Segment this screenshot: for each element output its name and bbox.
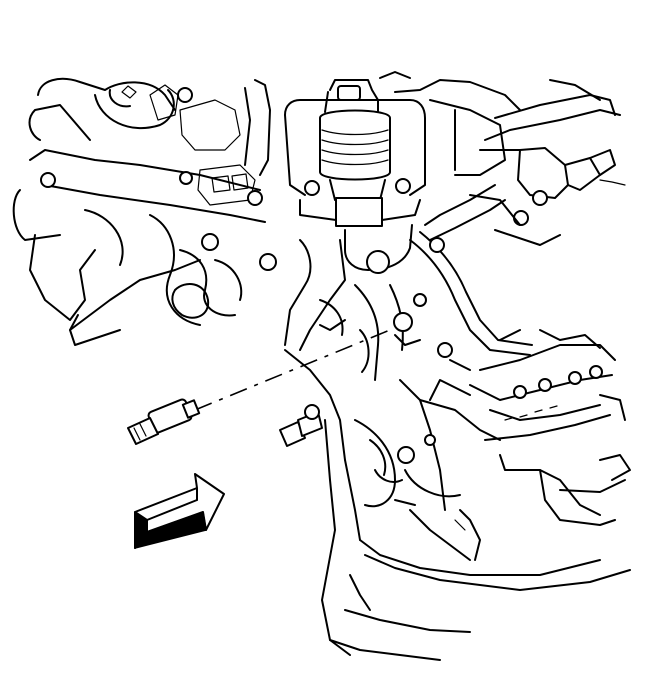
direction-arrow-icon [134,473,225,549]
sensor-probe [127,329,391,445]
mounting-bolt [279,404,323,447]
lower-right-bracket [429,329,631,526]
egr-pipe [379,71,533,356]
engine-block [284,239,631,661]
installation-path-line [194,329,391,411]
intake-manifold [12,77,277,346]
egr-valve [284,79,426,274]
upper-right-sensor [469,79,626,246]
